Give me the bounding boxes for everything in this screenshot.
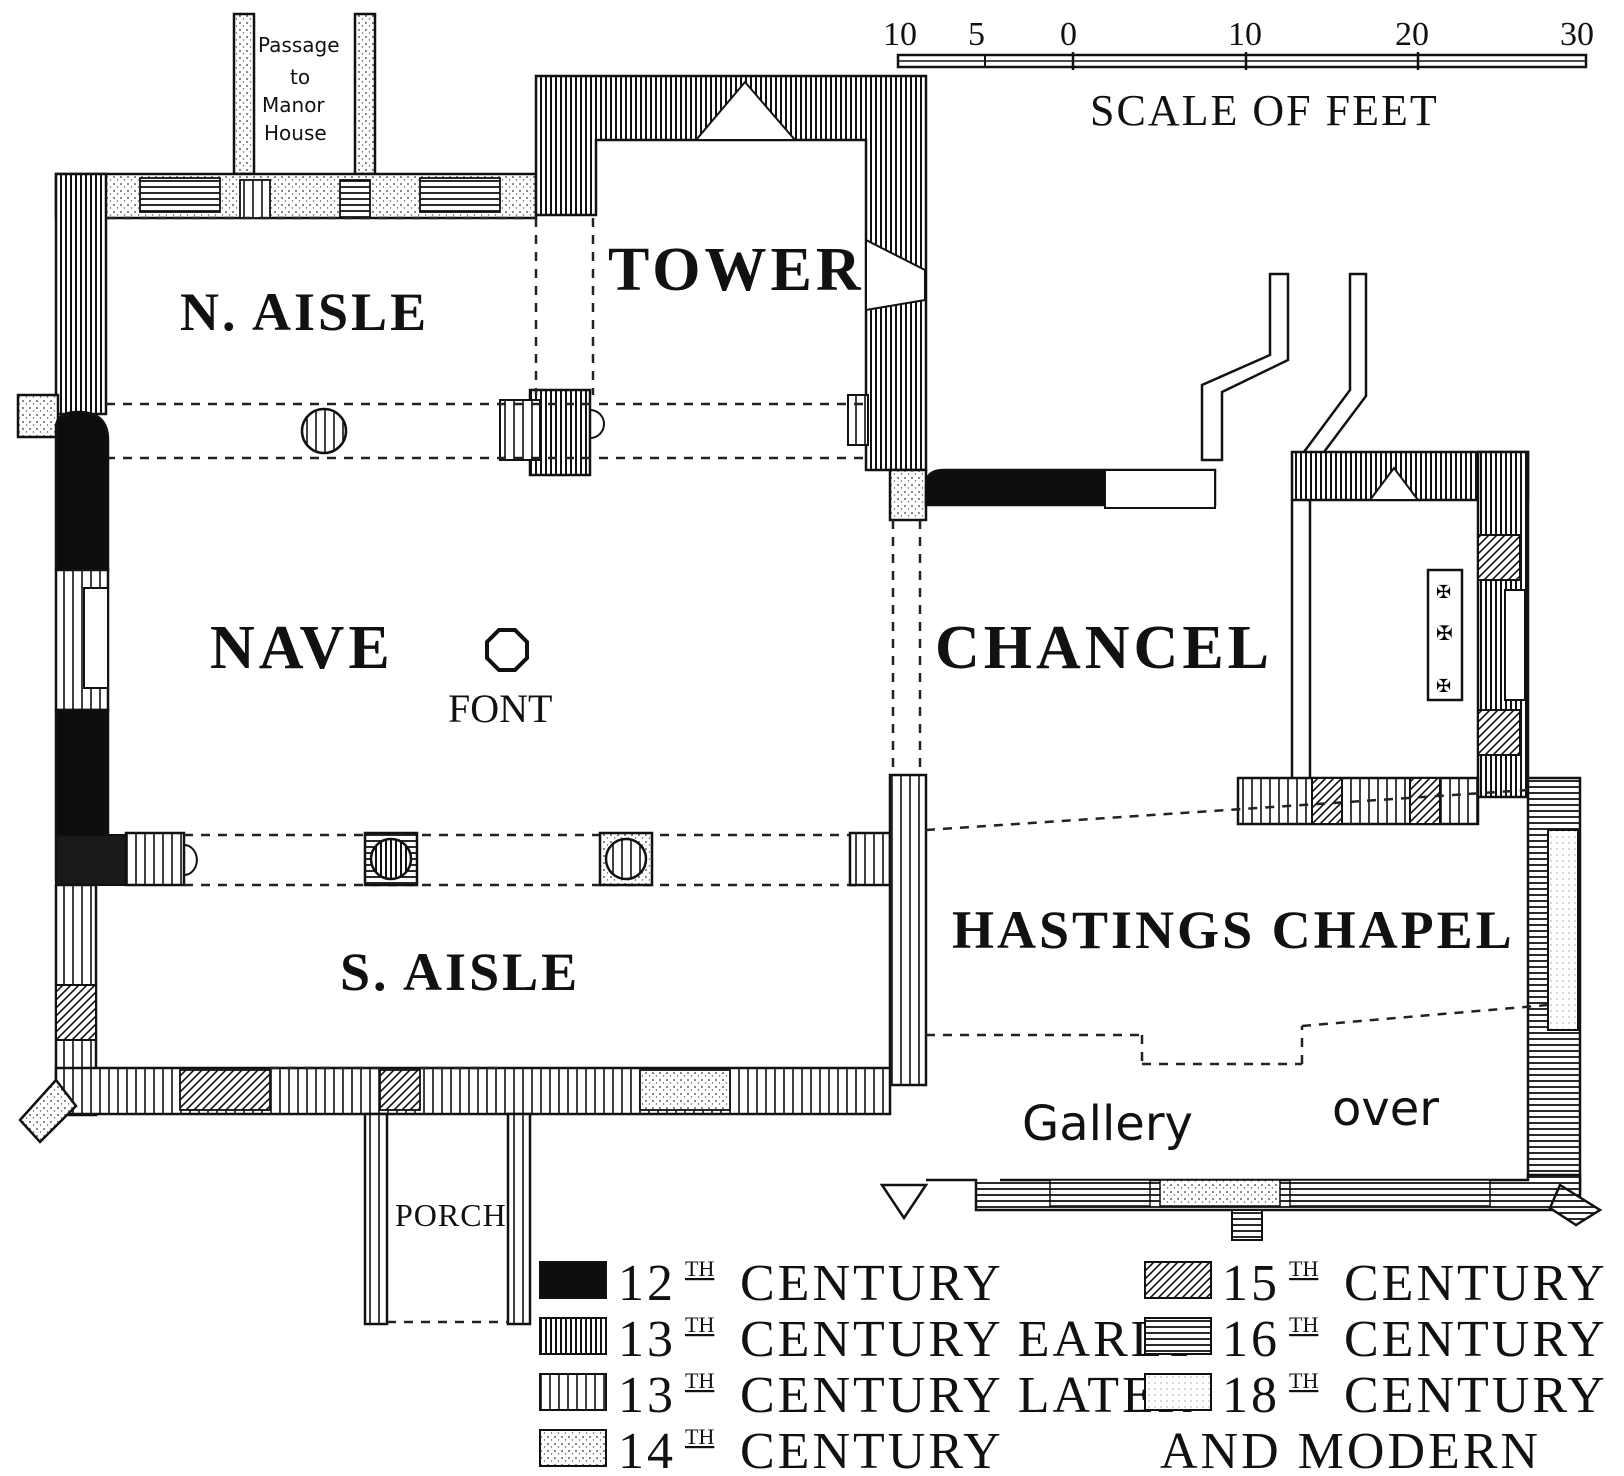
scale-tick-1: 10 [883, 16, 917, 53]
legend-text-2: CENTURY EARLY [740, 1311, 1201, 1368]
legend-sup-2: TH [685, 1312, 714, 1337]
nave-west-wall [54, 410, 127, 886]
legend-num-4: 14 [618, 1423, 676, 1476]
legend-text-1: CENTURY [740, 1255, 1004, 1312]
cross-icon-3: ✠ [1436, 676, 1451, 696]
legend-swatch-18c [1144, 1373, 1212, 1411]
legend-text-7: CENTURY [1344, 1367, 1608, 1424]
legend-sup-1: TH [685, 1256, 714, 1281]
legend-swatch-16c [1144, 1317, 1212, 1355]
passage: Passage to Manor House [232, 12, 377, 176]
legend: 12 TH CENTURY 13 TH CENTURY EARLY 13 TH … [539, 1255, 1608, 1476]
font-octagon [485, 628, 529, 672]
scale-tick-5: 20 [1395, 16, 1429, 53]
font-label: FONT [448, 686, 552, 731]
passage-line-2: to [290, 65, 310, 89]
tower-label: TOWER [608, 236, 865, 304]
cross-icon-2: ✠ [1436, 623, 1453, 645]
passage-line-1: Passage [258, 33, 340, 57]
n-aisle-walls [16, 172, 538, 439]
legend-num-6: 16 [1222, 1311, 1280, 1368]
legend-swatch-12c [539, 1261, 607, 1299]
legend-swatch-13c-early [539, 1317, 607, 1355]
chancel-label: CHANCEL [935, 614, 1273, 682]
gallery-label-1: Gallery [1022, 1096, 1193, 1152]
scale-tick-3: 0 [1060, 16, 1077, 53]
legend-num-5: 15 [1222, 1255, 1280, 1312]
legend-num-2: 13 [618, 1311, 676, 1368]
scale-tick-2: 5 [968, 16, 985, 53]
nave-label: NAVE [210, 614, 394, 682]
legend-sup-7: TH [1289, 1368, 1318, 1393]
porch-label: PORCH [395, 1197, 507, 1233]
legend-text-8: AND MODERN [1160, 1423, 1541, 1476]
legend-text-6: CENTURY [1344, 1311, 1608, 1368]
nave-north-arcade [106, 216, 866, 460]
legend-sup-4: TH [685, 1424, 714, 1449]
scale-bar: 10 5 0 10 20 30 SCALE OF FEET [883, 16, 1594, 135]
gallery-label-2: over [1332, 1081, 1439, 1137]
hastings-chapel-walls [879, 776, 1603, 1241]
porch-walls: PORCH [363, 1112, 532, 1326]
legend-sup-3: TH [685, 1368, 714, 1393]
legend-num-7: 18 [1222, 1367, 1280, 1424]
legend-text-3: CENTURY LATER [740, 1367, 1195, 1424]
s-aisle-walls [18, 883, 892, 1144]
hastings-chapel-label: HASTINGS CHAPEL [952, 900, 1515, 960]
scale-tick-4: 10 [1228, 16, 1262, 53]
chancel-walls: ✠ ✠ ✠ [924, 272, 1530, 826]
passage-line-3: Manor [262, 93, 325, 117]
chancel-arch [888, 468, 928, 1087]
legend-swatch-15c [1144, 1261, 1212, 1299]
legend-num-1: 12 [618, 1255, 676, 1312]
legend-sup-6: TH [1289, 1312, 1318, 1337]
legend-swatch-13c-later [539, 1373, 607, 1411]
legend-sup-5: TH [1289, 1256, 1318, 1281]
legend-text-5: CENTURY [1344, 1255, 1608, 1312]
scale-tick-6: 30 [1560, 16, 1594, 53]
legend-num-3: 13 [618, 1367, 676, 1424]
cross-icon-1: ✠ [1436, 582, 1451, 602]
passage-line-4: House [264, 121, 327, 145]
scale-title: SCALE OF FEET [1090, 86, 1439, 135]
n-aisle-label: N. AISLE [180, 282, 429, 342]
legend-text-4: CENTURY [740, 1423, 1004, 1476]
legend-swatch-14c [539, 1429, 607, 1467]
s-aisle-label: S. AISLE [340, 942, 580, 1002]
nave-south-arcade [124, 831, 892, 887]
